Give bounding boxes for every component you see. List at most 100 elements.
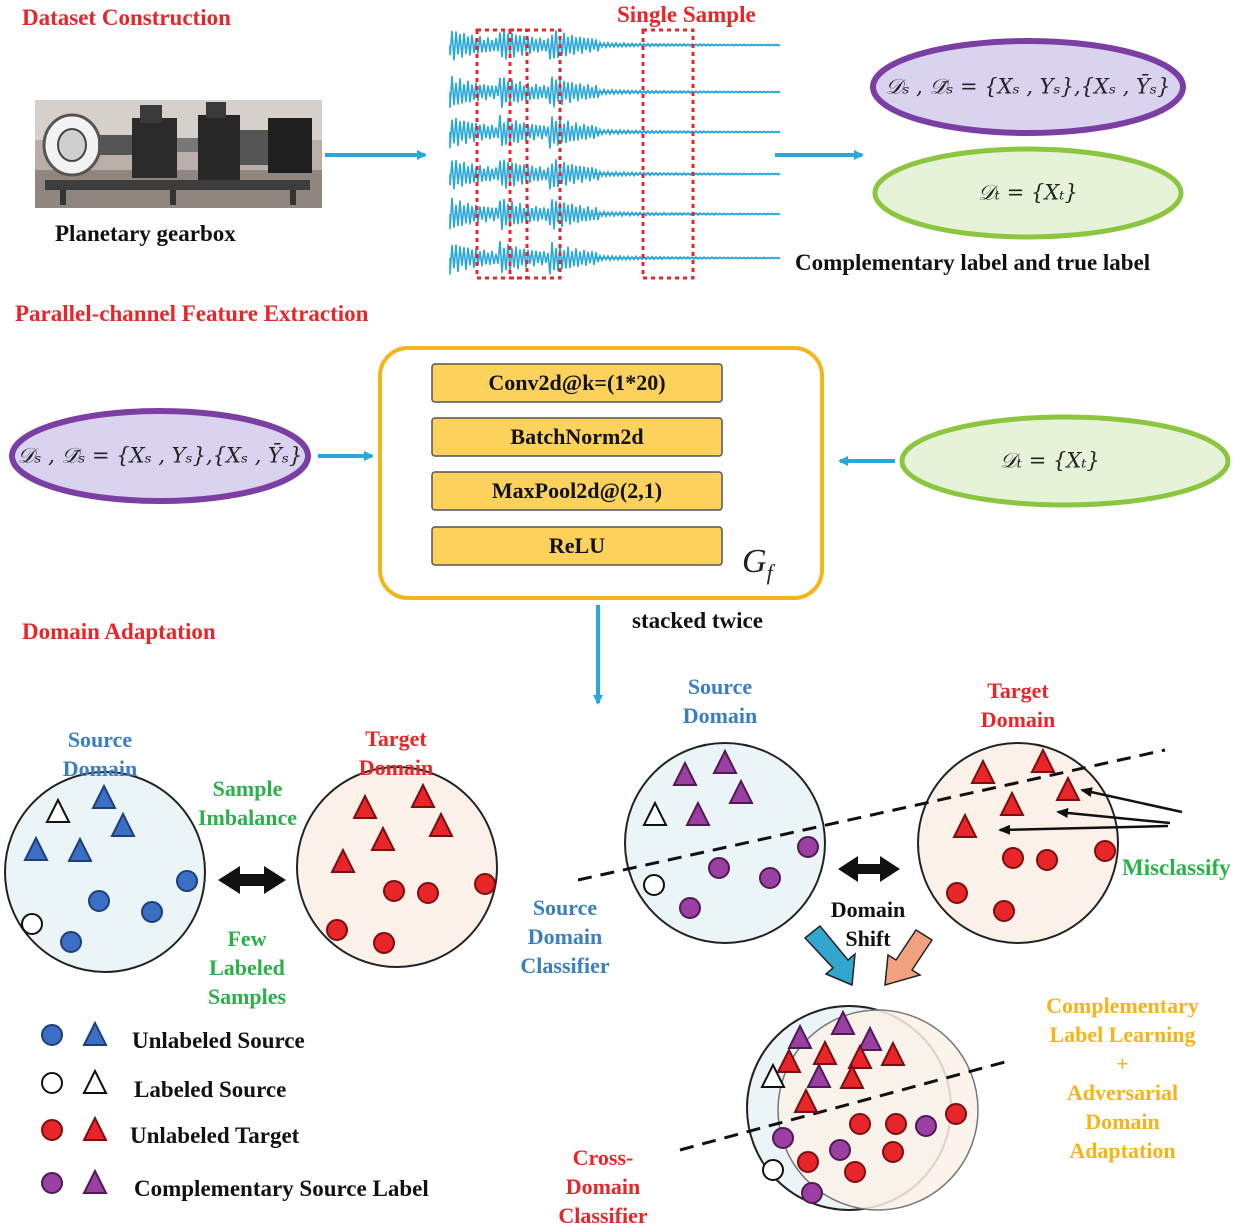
legend-unlabeled-target: Unlabeled Target <box>130 1123 300 1148</box>
unlabeled-target-triangle <box>999 790 1025 816</box>
left-source-title-line2: Domain <box>62 756 138 781</box>
left-source-title-line1: Source <box>67 727 133 752</box>
unlabeled-target-dot <box>993 900 1015 922</box>
unlabeled-target-triangle <box>370 825 396 851</box>
complementary-source-dot <box>915 1115 937 1137</box>
left-target-domain-title: Target Domain <box>336 724 456 782</box>
right-target-domain-circle <box>917 742 1119 944</box>
misclassify-label: Misclassify <box>1122 855 1231 880</box>
complementary-source-dot <box>797 836 819 858</box>
unlabeled-target-triangle <box>793 1087 819 1113</box>
complementary-source-dot <box>801 1182 823 1204</box>
cll-adversarial-label: Complementary Label Learning + Adversari… <box>1025 991 1220 1165</box>
unlabeled-target-dot <box>474 873 496 895</box>
top-target-set-formula: 𝒟ₜ = {Xₜ} <box>978 180 1078 205</box>
unlabeled-source-dot <box>60 931 82 953</box>
labeled-source-triangle <box>45 797 71 823</box>
unlabeled-target-dot <box>945 1103 967 1125</box>
right-double-arrow <box>838 856 900 882</box>
complementary-source-triangle <box>672 760 698 786</box>
unlabeled-target-triangle <box>812 1039 838 1065</box>
domain-shift-label: Domain Shift <box>812 895 924 953</box>
unlabeled-target-dot <box>1094 840 1116 862</box>
unlabeled-target-dot <box>1036 849 1058 871</box>
sample-imbalance-label: Sample Imbalance <box>180 774 315 832</box>
complementary-source-triangle <box>787 1023 813 1049</box>
legend-dot <box>41 1072 63 1094</box>
unlabeled-target-dot <box>1002 847 1024 869</box>
unlabeled-target-triangle <box>952 812 978 838</box>
mid-source-set-ellipse <box>9 408 311 504</box>
right-source-domain-title: Source Domain <box>660 672 780 730</box>
mid-source-set-formula: 𝒟ₛ , 𝒟̄ₛ = {Xₛ , Yₛ},{Xₛ , Ȳₛ} <box>17 443 303 468</box>
unlabeled-target-dot <box>844 1161 866 1183</box>
sample-imbalance-line2: Imbalance <box>198 805 297 830</box>
right-source-title-line1: Source <box>687 674 753 699</box>
top-source-set-formula: 𝒟ₛ , 𝒟̄ₛ = {Xₛ , Yₛ},{Xₛ , Ȳₛ} <box>885 74 1171 99</box>
label-caption: Complementary label and true label <box>795 250 1151 275</box>
labeled-source-triangle <box>642 800 668 826</box>
unlabeled-target-dot <box>849 1113 871 1135</box>
extractor-symbol-g: G <box>742 543 767 580</box>
complementary-source-triangle <box>728 778 754 804</box>
unlabeled-source-triangle <box>67 836 93 862</box>
unlabeled-source-triangle <box>91 783 117 809</box>
complementary-source-dot <box>772 1127 794 1149</box>
unlabeled-target-dot <box>373 932 395 954</box>
cdc-line3: Classifier <box>558 1203 648 1228</box>
labeled-source-dot <box>643 874 665 896</box>
source-domain-classifier-label: Source Domain Classifier <box>500 893 630 980</box>
left-target-title-line1: Target <box>365 726 427 751</box>
extractor-symbol: Gf <box>742 543 773 586</box>
complementary-source-triangle <box>685 800 711 826</box>
unlabeled-target-dot <box>885 1113 907 1135</box>
target-merge-arrow <box>884 928 934 987</box>
left-source-domain-title: Source Domain <box>40 725 160 783</box>
unlabeled-target-triangle <box>970 758 996 784</box>
right-source-domain-circle <box>624 742 826 944</box>
sample-window-boxes <box>475 28 695 280</box>
section-domain-adaptation: Domain Adaptation <box>22 619 216 644</box>
unlabeled-target-dot <box>383 880 405 902</box>
complementary-source-dot <box>829 1139 851 1161</box>
sdc-line3: Classifier <box>520 953 610 978</box>
unlabeled-target-dot <box>797 1151 819 1173</box>
single-sample-label: Single Sample <box>617 2 756 27</box>
few-labeled-line1: Few <box>227 926 267 951</box>
source-merge-arrow <box>803 924 856 987</box>
unlabeled-target-triangle <box>880 1040 906 1066</box>
legend-complementary-source: Complementary Source Label <box>134 1176 429 1201</box>
extractor-layers <box>431 363 723 566</box>
unlabeled-target-dot <box>882 1141 904 1163</box>
cll-line4: Adversarial <box>1066 1080 1179 1105</box>
legend-markers <box>41 1020 108 1194</box>
labeled-source-triangle <box>760 1062 786 1088</box>
section-dataset-construction: Dataset Construction <box>22 5 231 30</box>
complementary-source-triangle <box>830 1009 856 1035</box>
stacked-twice-label: stacked twice <box>632 608 763 633</box>
unlabeled-target-dot <box>326 919 348 941</box>
layer-relu: ReLU <box>548 533 606 558</box>
left-target-domain-circle <box>296 766 498 968</box>
mid-target-set-formula: 𝒟ₜ = {Xₜ} <box>1000 448 1100 473</box>
legend-dot <box>41 1024 63 1046</box>
section-feature-extraction: Parallel-channel Feature Extraction <box>15 301 369 326</box>
legend-unlabeled-source: Unlabeled Source <box>132 1028 305 1053</box>
unlabeled-target-triangle <box>776 1047 802 1073</box>
misclassify-arrows <box>998 787 1183 835</box>
domain-shift-line1: Domain <box>830 897 906 922</box>
right-target-title-line2: Domain <box>980 707 1056 732</box>
unlabeled-target-dot <box>946 882 968 904</box>
legend-dot <box>41 1119 63 1141</box>
legend-triangle <box>82 1068 108 1094</box>
unlabeled-target-triangle <box>847 1043 873 1069</box>
gearbox-photo <box>35 100 322 208</box>
unlabeled-source-dot <box>88 890 110 912</box>
mid-target-set-ellipse <box>899 414 1231 508</box>
complementary-source-dot <box>708 857 730 879</box>
left-target-title-line2: Domain <box>358 755 434 780</box>
sdc-line2: Domain <box>527 924 603 949</box>
cll-line3: + <box>1116 1051 1129 1076</box>
unlabeled-source-triangle <box>23 835 49 861</box>
sample-imbalance-line1: Sample <box>212 776 283 801</box>
